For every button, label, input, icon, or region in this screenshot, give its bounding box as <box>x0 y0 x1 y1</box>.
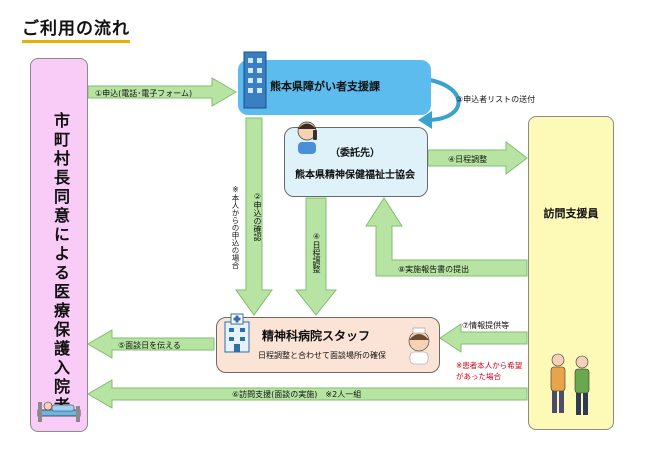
consignee-label-1: （委託先） <box>330 148 380 159</box>
arrow-step7 <box>439 323 528 353</box>
arrow-step3 <box>429 78 461 122</box>
page-title: ご利用の流れ <box>22 14 130 43</box>
label-step5: ⑤面談日を伝える <box>118 341 181 350</box>
municipal-label: 市町村長同意による医療保護入院者 <box>51 112 70 416</box>
label-step1: ①申込(電話･電子フォーム) <box>95 89 193 98</box>
label-step6: ⑥訪問支援(面談の実施) ※2人一組 <box>232 390 362 399</box>
label-step8: ⑧実施報告書の提出 <box>398 265 470 274</box>
municipal-box <box>30 58 88 432</box>
arrow-step1 <box>87 77 237 107</box>
arrow-step3-head <box>418 111 432 129</box>
arrow-step4-down <box>294 197 338 316</box>
building-icon <box>243 51 267 109</box>
prefecture-box <box>238 60 431 115</box>
label-step7: ⑦情報提供等 <box>462 321 510 330</box>
visitor-box <box>528 116 614 430</box>
arrow-step2 <box>235 117 273 316</box>
nurse-icon <box>408 327 430 365</box>
label-step7-note: ※患者本人から希望があった場合 <box>456 361 523 381</box>
label-step4b: ④日程調整 <box>312 232 321 273</box>
hospital-subtitle: 日程調整と合わせて面談場所の確保 <box>258 351 386 360</box>
visitors-icon <box>550 353 590 415</box>
prefecture-label: 熊本県障がい者支援課 <box>270 80 380 93</box>
phone-person-icon <box>297 121 317 154</box>
patient-bed-icon <box>37 401 81 422</box>
label-step2-note: ※本人からの申込の場合 <box>231 185 240 269</box>
label-step2: ②申込の確認 <box>253 192 262 241</box>
visitor-label: 訪問支援員 <box>543 207 599 220</box>
arrow-step5 <box>87 329 215 359</box>
hospital-title: 精神科病院スタッフ <box>262 329 371 343</box>
arrow-step8 <box>365 197 528 277</box>
label-step3: ③申込者リストの送付 <box>456 95 536 104</box>
arrow-step4-right <box>427 140 528 176</box>
hospital-box <box>216 317 440 373</box>
hospital-icon <box>224 313 250 353</box>
consignee-label-2: 熊本県精神保健福祉士協会 <box>295 170 415 181</box>
arrow-step6 <box>87 379 528 409</box>
label-step4a: ④日程調整 <box>448 155 488 164</box>
